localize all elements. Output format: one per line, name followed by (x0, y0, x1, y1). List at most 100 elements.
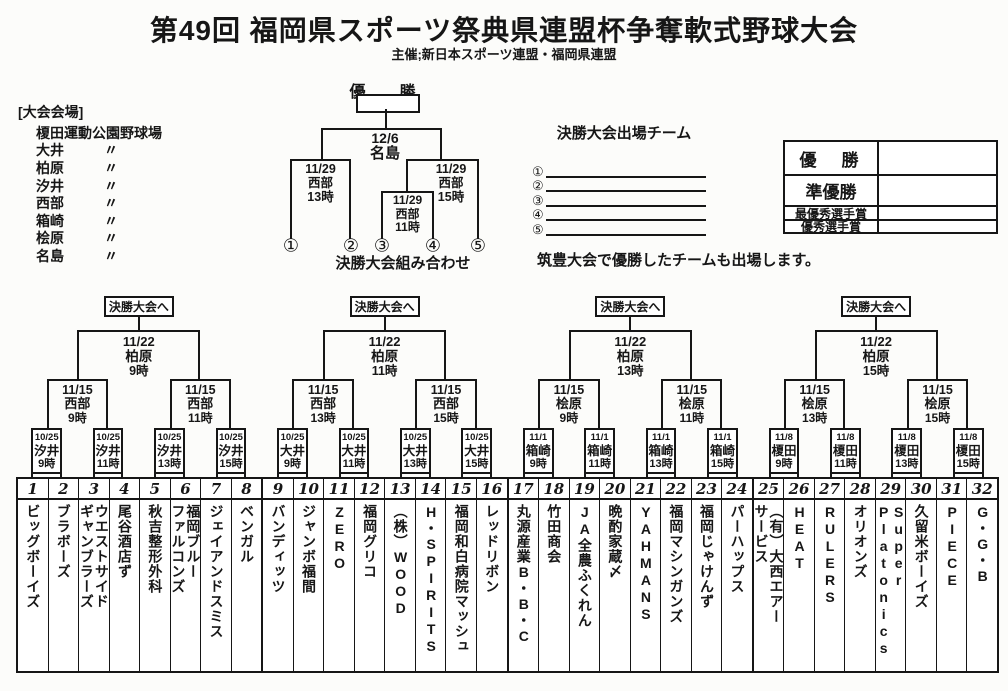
venue-list: [大会会場] 榎田運動公園野球場 大井 〃 柏原 〃 汐井 〃 西部 〃 (18, 102, 162, 265)
team-name: HEAT (791, 504, 808, 572)
team-name: H・SPIRITS (423, 504, 440, 655)
game-time: 13時 (307, 190, 334, 204)
game-time: 11時 (395, 220, 420, 234)
team-name: 丸源産業B・B・C (515, 504, 532, 645)
qualifier-slot: ① (532, 163, 706, 178)
game-time: 9時 (38, 458, 56, 470)
team-number-cell: 14 (414, 479, 446, 498)
team-number-cell: 10 (292, 479, 324, 498)
venue-name: 榎田運動公園野球場 (36, 124, 162, 141)
game-date: 11/15 (799, 383, 830, 397)
team-number-cell: 5 (139, 479, 170, 498)
game-date: 10/25 (342, 432, 366, 443)
team-number-cell: 24 (721, 479, 752, 498)
game-venue: 汐井 (95, 443, 121, 458)
game-date: 11/29 (305, 162, 336, 176)
bracket-block: 決勝大会へ 11/22 柏原 9時 11/15 西部 (16, 290, 262, 477)
team-name: 久留米ボーイズ (913, 504, 930, 609)
game-date: 11/29 (435, 162, 467, 176)
qualifier-slot: ② (532, 178, 706, 193)
venue-item: 桧原 〃 (18, 230, 162, 248)
round1-game: 11/1 箱崎 9時 (522, 428, 554, 477)
venue-item: 西部 〃 (18, 194, 162, 212)
team-name-cell: Super Platonics (874, 500, 906, 671)
round1-game: 11/8 榎田 13時 (891, 428, 923, 477)
game-date: 11/15 (430, 383, 462, 397)
round1-game: 11/8 榎田 15時 (952, 428, 984, 477)
team-number-cell: 29 (874, 479, 906, 498)
game-time: 13時 (310, 411, 336, 425)
team-name: Super Platonics (875, 504, 906, 657)
venue-ditto-mark: 〃 (104, 177, 118, 194)
game-venue: 箱崎 (710, 443, 736, 458)
bracket-line (137, 315, 140, 330)
slot-number: ④ (532, 207, 544, 222)
team-name-cell: ブラボーズ (47, 500, 79, 671)
venue-ditto-mark: 〃 (104, 195, 118, 212)
game-venue: 榎田 (832, 443, 858, 458)
team-name: 竹田商会 (546, 504, 563, 564)
round1-box: 10/25 大井 15時 (461, 428, 493, 474)
venue-name: 西部 (36, 195, 64, 212)
game-time: 13時 (157, 458, 182, 470)
semifinal-connector: 11/15 西部 13時 (292, 379, 354, 428)
advance-label: 決勝大会へ (846, 300, 907, 314)
team-name: 福岡マシンガンズ (668, 504, 685, 624)
game-time: 9時 (529, 458, 547, 470)
venue-name: 桧原 (36, 230, 64, 247)
team-name-group: 丸源産業B・B・C 竹田商会 JA全農ふくれん 晩酌家蔵〆 YAHMANS 福岡… (506, 500, 752, 671)
semifinal-label: 11/15 桧原 9時 (540, 381, 597, 425)
bracket-line (952, 473, 955, 477)
team-name-cell: ウエストサイド ギャンブラーズ (78, 500, 109, 671)
game-venue: 桧原 (924, 396, 951, 411)
final-game-label: 12/6 名島 (345, 130, 425, 162)
bracket-line (244, 473, 247, 477)
game-date: 10/25 (34, 432, 59, 443)
team-name: 晩酌家蔵〆 (607, 504, 624, 579)
round1-box: 10/25 大井 11時 (338, 428, 370, 474)
advance-label: 決勝大会へ (354, 300, 415, 314)
bracket-line (584, 473, 587, 477)
game-time: 11時 (679, 411, 705, 425)
team-number-cell: 4 (108, 479, 140, 498)
bracket-line (428, 473, 431, 477)
round1-game: 10/25 汐井 9時 (31, 428, 63, 477)
game-venue: 柏原 (616, 349, 644, 364)
game-date: 11/1 (713, 432, 732, 443)
game-time: 13時 (649, 458, 673, 470)
team-number-cell: 28 (844, 479, 875, 498)
game-venue: 西部 (433, 396, 460, 411)
game-date: 12/6 (371, 130, 399, 146)
game-time: 9時 (283, 458, 302, 470)
slot-circle-1: ① (282, 235, 300, 256)
game-date: 11/22 (860, 334, 892, 349)
team-number-cell: 25 (758, 479, 779, 498)
semifinal-connector: 11/15 桧原 15時 (906, 379, 969, 428)
team-name: 福岡ブルー ファルコンズ (170, 504, 201, 594)
bracket-line (92, 473, 95, 477)
bracket-line (830, 473, 833, 477)
semifinal-label: 11/15 桧原 13時 (786, 381, 843, 425)
semifinal-connector: 11/15 西部 15時 (415, 379, 477, 428)
game-date: 11/8 (959, 432, 978, 443)
team-name-cell: 秋吉整形外科 (139, 500, 170, 671)
game-date: 11/15 (62, 383, 93, 397)
venue-item: 汐井 〃 (18, 177, 162, 195)
game-time: 11時 (96, 458, 120, 470)
venue-name: 柏原 (36, 159, 64, 176)
game-venue: 大井 (279, 443, 305, 458)
venue-items: 榎田運動公園野球場 大井 〃 柏原 〃 汐井 〃 西部 〃 箱崎 〃 (18, 124, 162, 265)
slot-number: ② (532, 178, 544, 193)
bracket-line (383, 315, 386, 330)
game-date: 11/22 (614, 334, 647, 349)
team-name: ジャンボ福間 (301, 504, 318, 594)
team-name-cell: 福岡グリコ (353, 500, 385, 671)
game-time: 15時 (862, 364, 890, 378)
team-name-cell: G・G・B (966, 500, 997, 671)
game-time: 9時 (775, 458, 793, 470)
semifinal-connector: 11/15 西部 9時 (46, 379, 109, 428)
round1-box: 11/8 榎田 11時 (830, 428, 861, 474)
